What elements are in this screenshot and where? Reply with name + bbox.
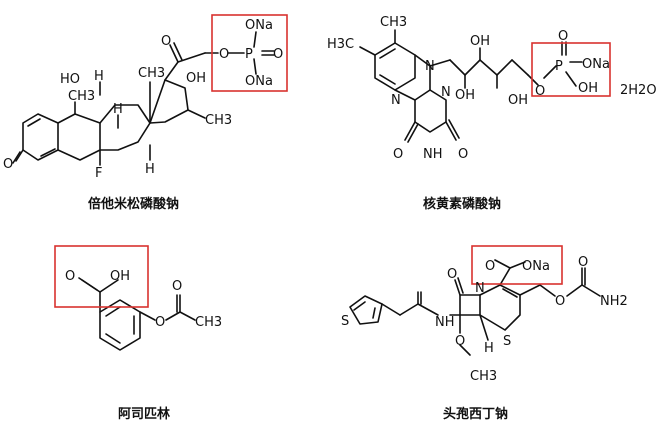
atom-oh-3: OH xyxy=(508,93,528,108)
betamethasone-structure: ONa P O O ONa O OH HO H H H F CH3 CH3 CH… xyxy=(3,14,288,181)
atom-o-methoxy: O xyxy=(455,334,465,349)
atom-n5: N xyxy=(391,93,401,108)
caption-betamethasone: 倍他米松磷酸钠 xyxy=(88,196,179,212)
caption-aspirin: 阿司匹林 xyxy=(118,406,170,422)
atom-oh-p: OH xyxy=(578,81,598,96)
atom-s-thiophene: S xyxy=(341,314,349,329)
carboxyl-highlight-box xyxy=(54,245,149,308)
atom-14-h: H xyxy=(145,162,155,177)
atom-ketone-o: O xyxy=(3,157,13,172)
atom-ch3: CH3 xyxy=(195,315,222,330)
aspirin-structure: O OH O O CH3 xyxy=(54,245,222,351)
atom-s-ring: S xyxy=(503,334,511,349)
atom-nh2: NH2 xyxy=(600,294,628,309)
atom-p: P xyxy=(555,59,563,74)
riboflavin-structure: O P O ONa OH OH OH OH H3C CH3 N N N NH O… xyxy=(327,15,657,162)
atom-p: P xyxy=(245,47,253,62)
atom-ch3: CH3 xyxy=(470,369,497,384)
atom-methyl-left: H3C xyxy=(327,37,354,52)
atom-8-h: H xyxy=(113,102,123,117)
atom-o-double: O xyxy=(485,259,495,274)
atom-ona: ONa xyxy=(522,259,550,274)
atom-oh-2: OH xyxy=(470,34,490,49)
atom-o-ester: O xyxy=(219,47,229,62)
atom-o-double: O xyxy=(273,47,283,62)
atom-o-ester: O xyxy=(155,315,165,330)
phosphate-highlight-box xyxy=(531,42,611,97)
atom-oh: OH xyxy=(110,269,130,284)
atom-ona: ONa xyxy=(582,57,610,72)
atom-oh-1: OH xyxy=(455,88,475,103)
phosphate-highlight-box xyxy=(211,14,288,92)
atom-o-double: O xyxy=(558,29,568,44)
atom-h: H xyxy=(484,341,494,356)
atom-o-right: O xyxy=(458,147,468,162)
atom-17-oh: OH xyxy=(186,71,206,86)
atom-9-h: H xyxy=(94,69,104,84)
atom-o-lactam: O xyxy=(447,267,457,282)
atom-o-carbamate: O xyxy=(555,294,565,309)
atom-nh: NH xyxy=(435,315,455,330)
caption-cefoxitin: 头孢西丁钠 xyxy=(443,406,508,422)
carboxylate-highlight-box xyxy=(471,245,563,285)
atom-n10: N xyxy=(425,59,435,74)
atom-o-ester: O xyxy=(535,84,545,99)
atom-nh: NH xyxy=(423,147,443,162)
atom-13-methyl: CH3 xyxy=(138,66,165,81)
atom-o-na-top: ONa xyxy=(245,18,273,33)
atom-o-double: O xyxy=(65,269,75,284)
atom-11-ho: HO xyxy=(60,72,80,87)
atom-16-methyl: CH3 xyxy=(205,113,232,128)
atom-n1: N xyxy=(441,85,451,100)
caption-riboflavin: 核黄素磷酸钠 xyxy=(423,196,501,212)
atom-o-left: O xyxy=(393,147,403,162)
atom-o-carbamate-double: O xyxy=(578,255,588,270)
hydrate-label: 2H2O xyxy=(620,83,657,98)
atom-10-methyl: CH3 xyxy=(68,89,95,104)
atom-o-acetyl: O xyxy=(172,279,182,294)
atom-c20-oxygen: O xyxy=(161,34,171,49)
atom-9-f: F xyxy=(95,166,102,181)
atom-methyl-top: CH3 xyxy=(380,15,407,30)
cefoxitin-structure: O ONa S S N NH H O O CH3 O O NH2 xyxy=(341,245,628,384)
atom-n-ring: N xyxy=(475,281,485,296)
atom-o-na-bottom: ONa xyxy=(245,74,273,89)
